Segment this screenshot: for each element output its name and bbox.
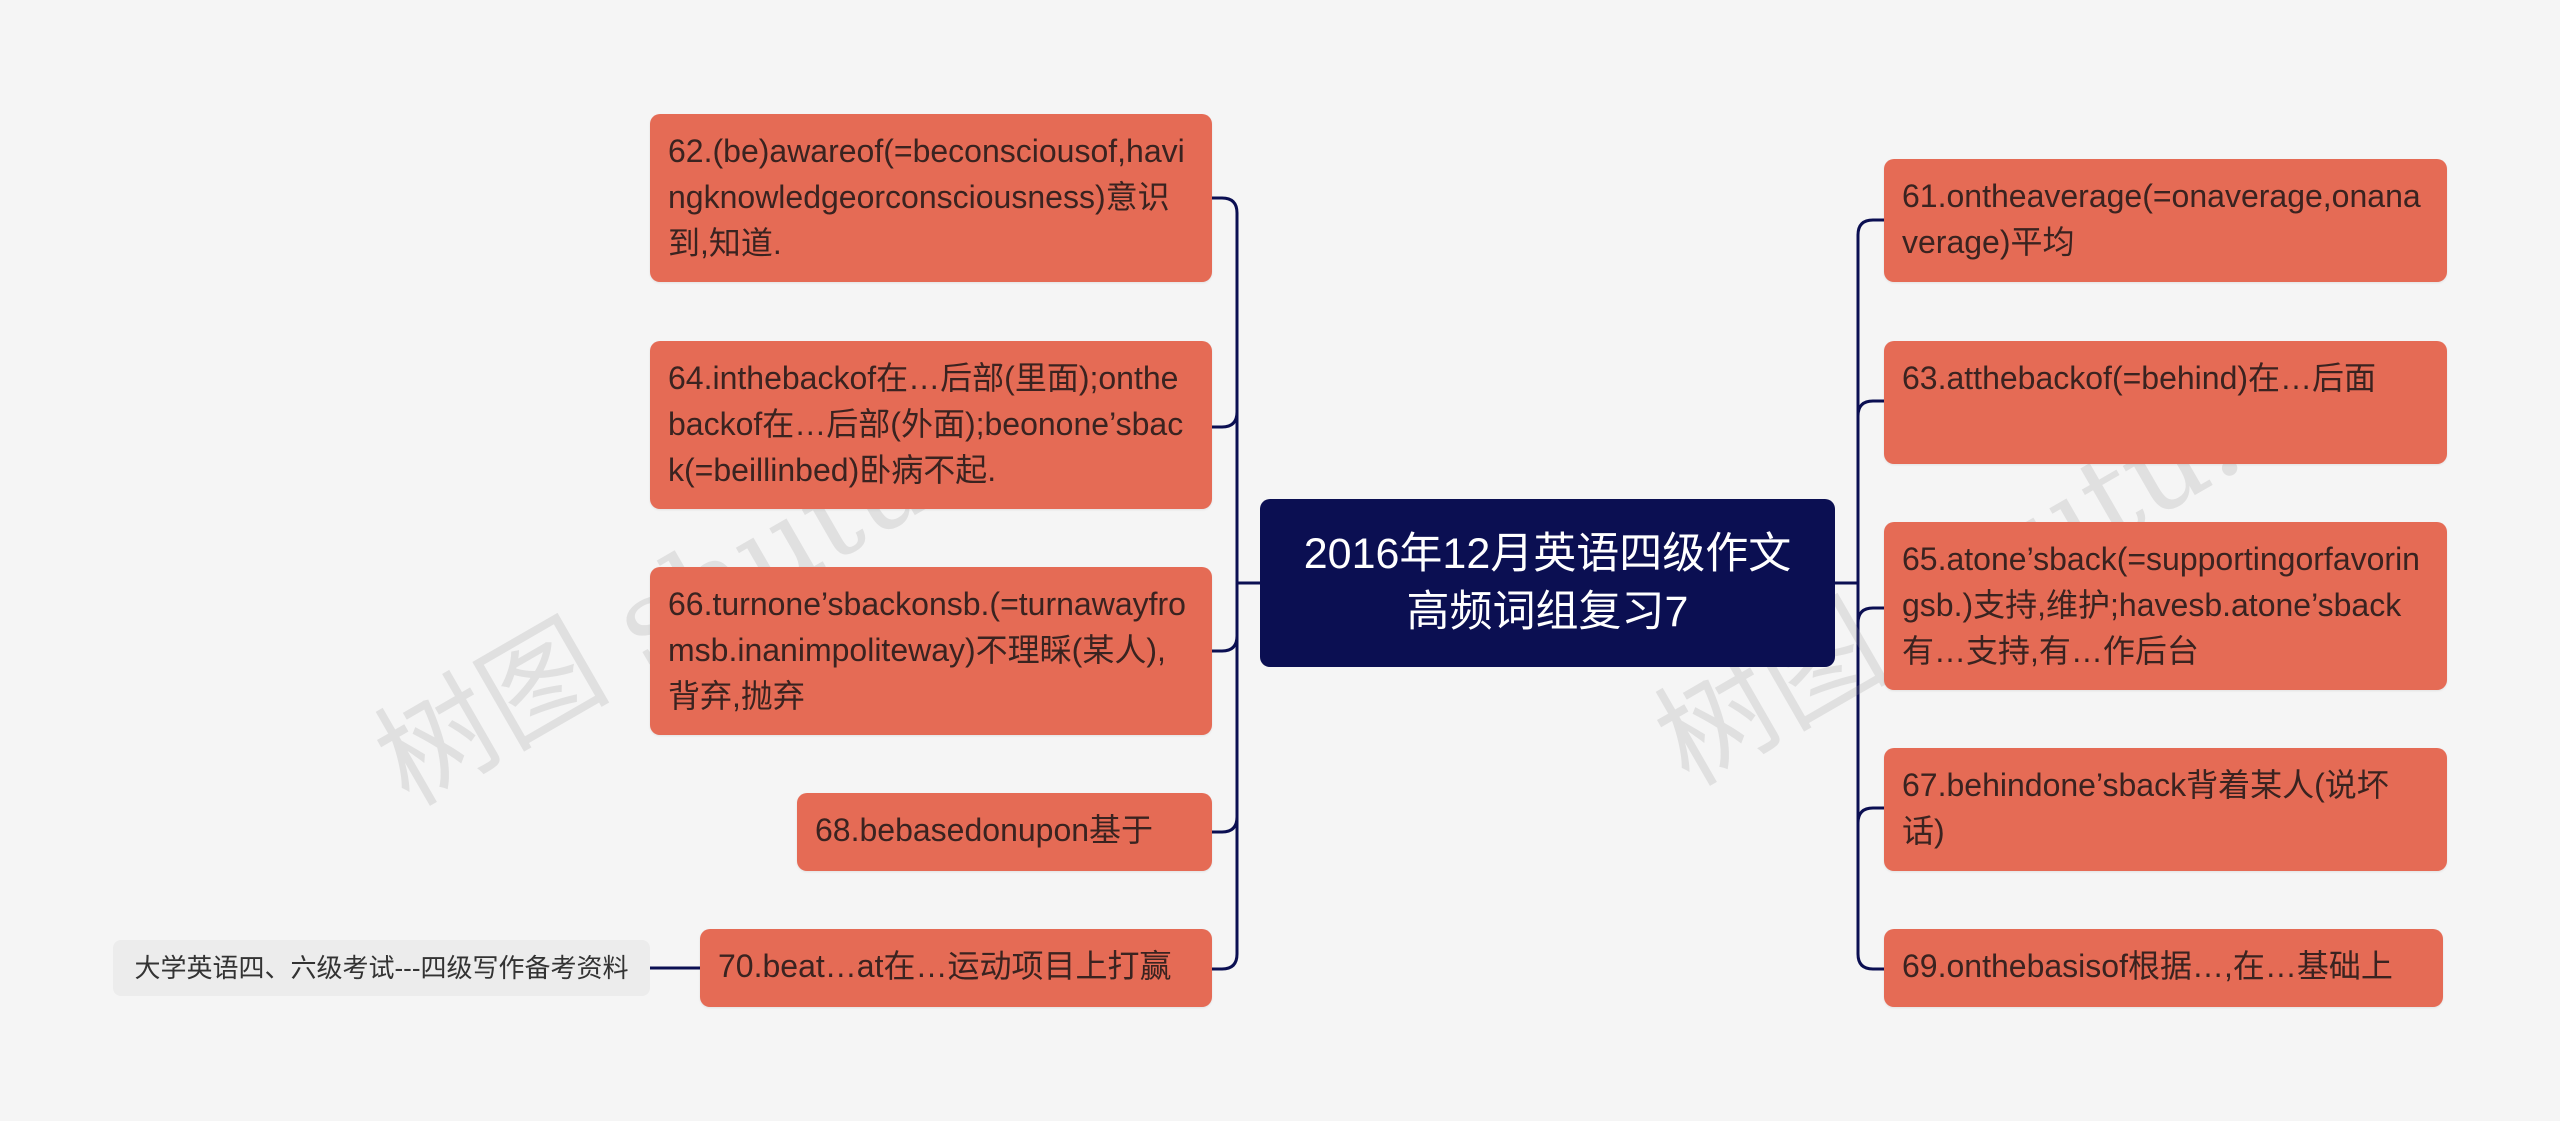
topic-node-68[interactable]: 68.bebasedonupon基于 — [797, 793, 1212, 871]
topic-node-65[interactable]: 65.atone’sback(=supportingorfavoringsb.)… — [1884, 522, 2447, 690]
root-title-line-1: 2016年12月英语四级作文 — [1303, 530, 1792, 578]
root-topic[interactable]: 2016年12月英语四级作文 高频词组复习7 — [1260, 499, 1835, 667]
connector-left-1 — [1212, 411, 1239, 429]
connector-spine-left — [1212, 196, 1239, 971]
topic-node-67[interactable]: 67.behindone’sback背着某人(说坏话) — [1884, 748, 2447, 871]
topic-node-63[interactable]: 63.atthebackof(=behind)在…后面 — [1884, 341, 2447, 464]
connector-right-1 — [1856, 399, 1884, 417]
connector-right-3 — [1856, 806, 1884, 824]
topic-node-61[interactable]: 61.ontheaverage(=onaverage,onanaverage)平… — [1884, 159, 2447, 282]
topic-node-66[interactable]: 66.turnone’sbackonsb.(=turnawayfromsb.in… — [650, 567, 1212, 735]
topic-node-64[interactable]: 64.inthebackof在…后部(里面);onthebackof在…后部(外… — [650, 341, 1212, 509]
root-title-line-2: 高频词组复习7 — [1406, 588, 1689, 636]
connector-spine-right — [1856, 218, 1884, 971]
topic-node-69[interactable]: 69.onthebasisof根据…,在…基础上 — [1884, 929, 2443, 1007]
connector-left-2 — [1212, 635, 1239, 653]
topic-node-70[interactable]: 70.beat…at在…运动项目上打赢 — [700, 929, 1212, 1007]
connector-left-3 — [1212, 816, 1239, 834]
category-tag[interactable]: 大学英语四、六级考试---四级写作备考资料 — [113, 940, 650, 996]
topic-node-62[interactable]: 62.(be)awareof(=beconsciousof,havingknow… — [650, 114, 1212, 282]
connector-right-2 — [1856, 606, 1884, 624]
